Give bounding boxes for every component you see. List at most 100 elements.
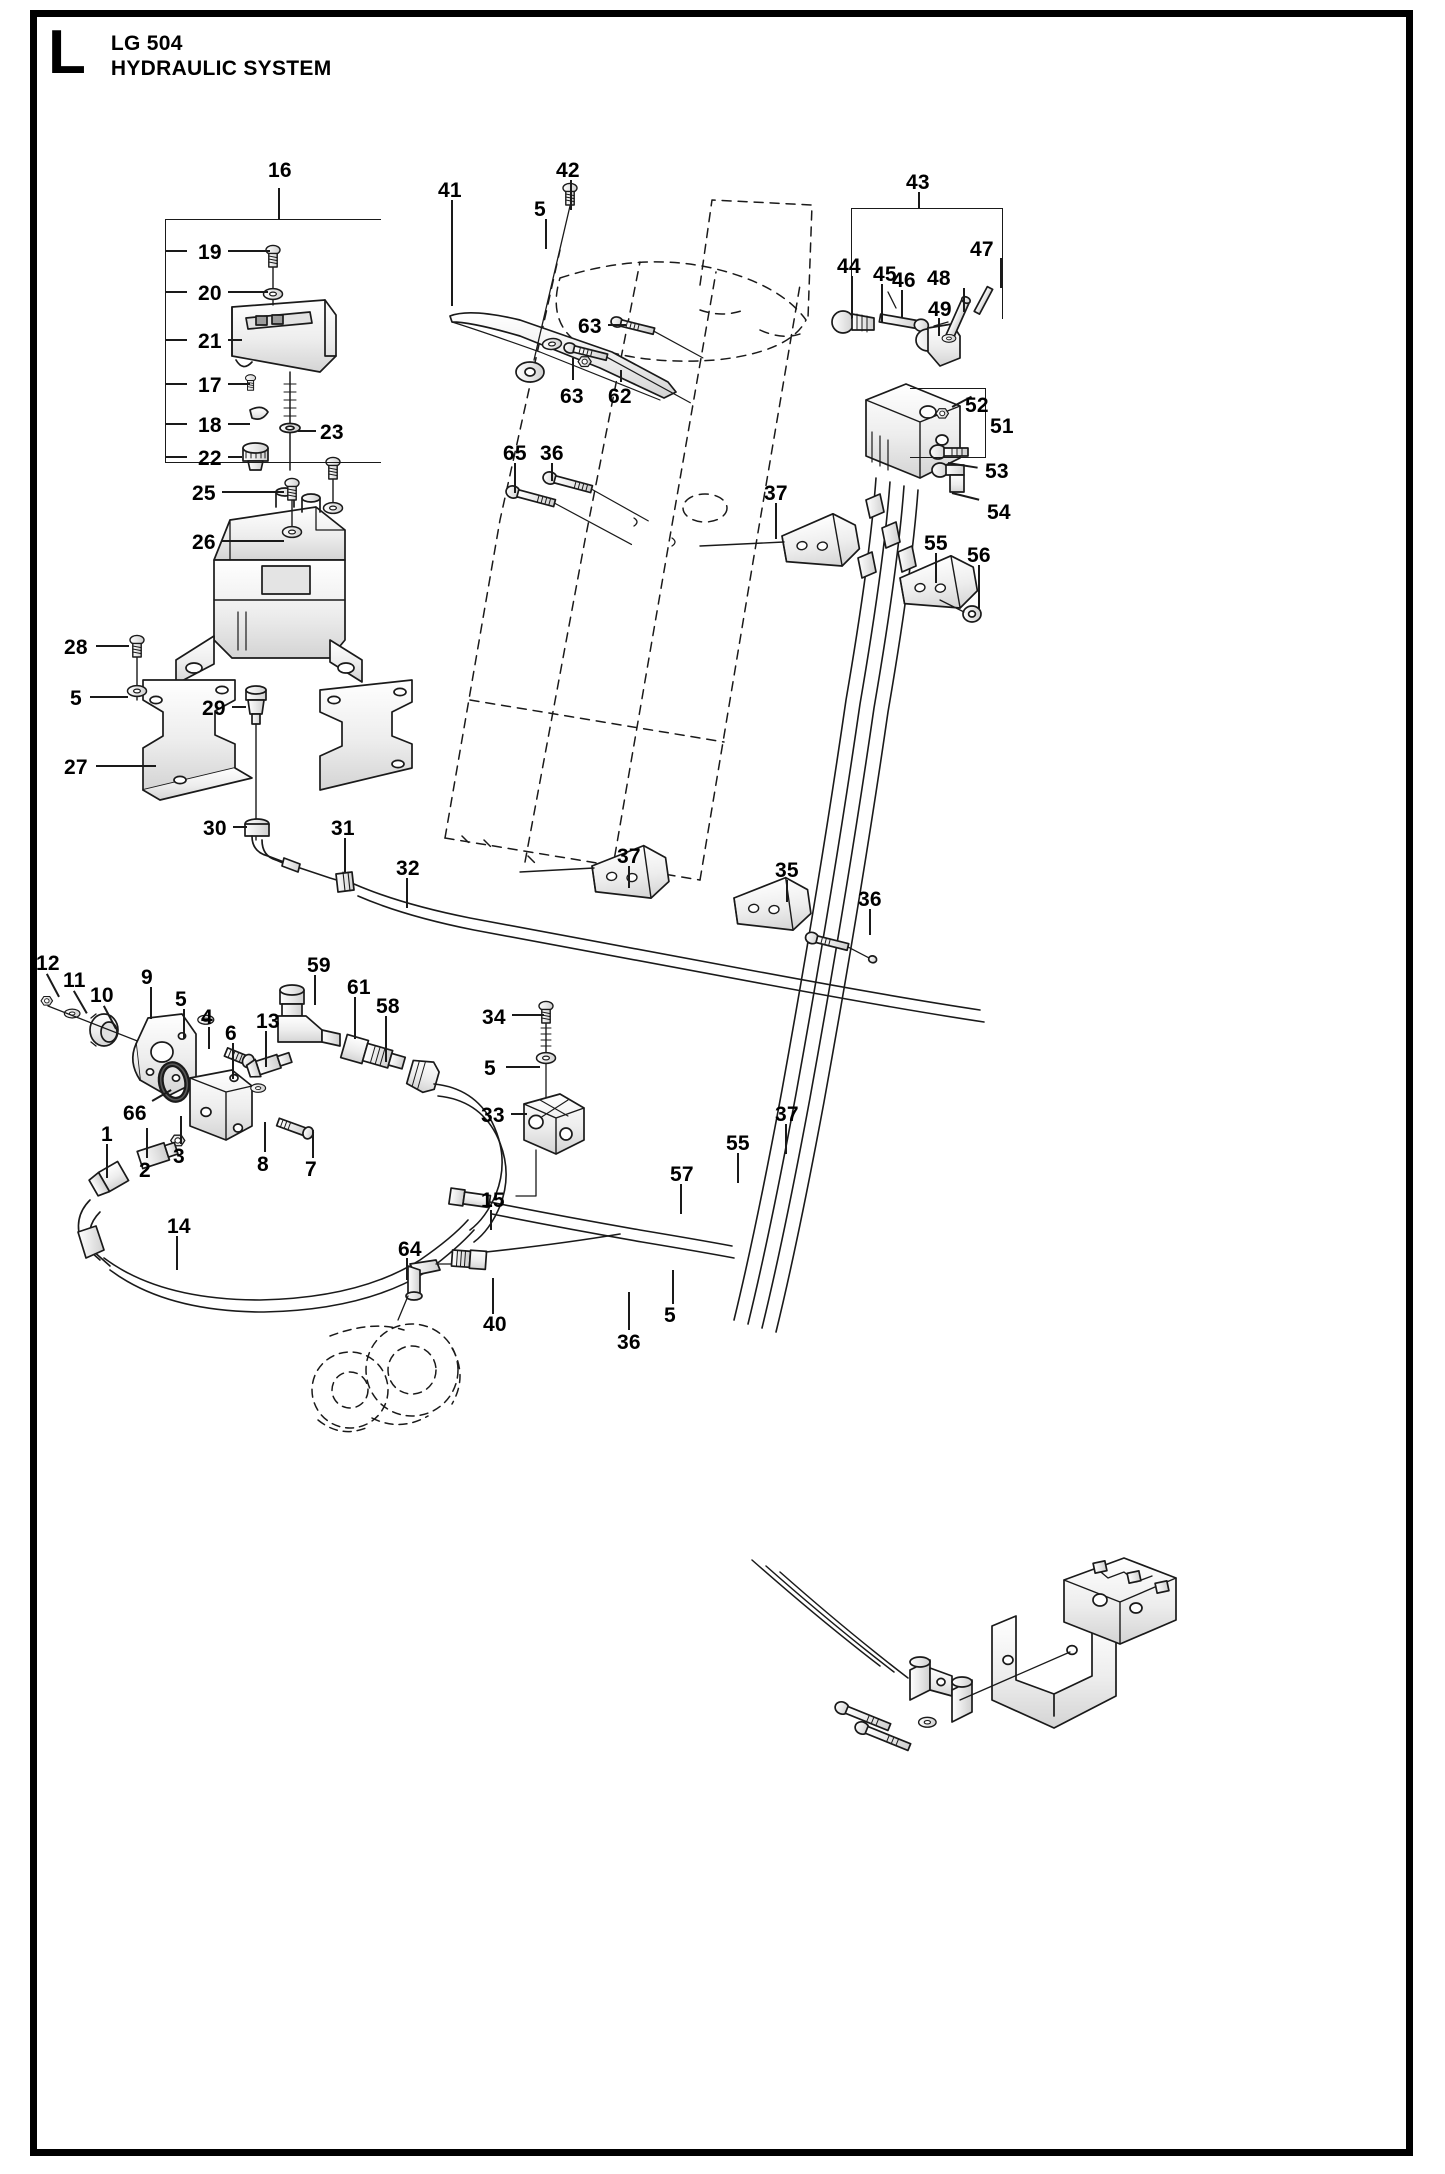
callout-6: 6 (225, 1022, 237, 1045)
callout-52: 52 (965, 394, 989, 417)
leader-44 (851, 276, 853, 318)
leader-55b (737, 1153, 739, 1183)
callout-40: 40 (483, 1313, 507, 1336)
callout-3: 3 (173, 1145, 185, 1168)
callout-10: 10 (90, 984, 114, 1007)
leader-17 (228, 383, 250, 385)
callout-45: 45 (873, 263, 897, 286)
leader-47 (1000, 258, 1002, 288)
callout-44: 44 (837, 255, 861, 278)
leader-32 (406, 878, 408, 908)
callout-25: 25 (192, 482, 216, 505)
callout-53: 53 (985, 460, 1009, 483)
leader-62 (620, 370, 622, 382)
page-header: L LG 504 HYDRAULIC SYSTEM (48, 18, 332, 87)
callout-64: 64 (398, 1238, 422, 1261)
callout-19: 19 (198, 241, 222, 264)
callout-62: 62 (608, 385, 632, 408)
leader-46 (901, 290, 903, 318)
leader-35 (786, 880, 788, 902)
leader-48 (963, 288, 965, 312)
callout-51: 51 (990, 415, 1014, 438)
callout-27: 27 (64, 756, 88, 779)
leader-20b (165, 291, 187, 293)
callout-5: 5 (175, 988, 187, 1011)
leader-45 (881, 284, 883, 322)
leader-57 (680, 1184, 682, 1214)
callout-57: 57 (670, 1163, 694, 1186)
callout-5: 5 (484, 1057, 496, 1080)
leader-40 (492, 1278, 494, 1314)
callout-31: 31 (331, 817, 355, 840)
callout-5: 5 (664, 1304, 676, 1327)
leader-13 (265, 1031, 267, 1067)
leader-17b (165, 383, 187, 385)
model-title: LG 504 (110, 32, 183, 55)
callout-37: 37 (617, 845, 641, 868)
leader-42 (570, 180, 572, 210)
leader-31 (344, 838, 346, 872)
leader-26 (222, 540, 284, 542)
callout-42: 42 (556, 159, 580, 182)
leader-20 (228, 291, 268, 293)
callout-58: 58 (376, 995, 400, 1018)
callout-11: 11 (63, 969, 86, 992)
callout-32: 32 (396, 857, 420, 880)
leader-5e (672, 1270, 674, 1304)
callout-36: 36 (858, 888, 882, 911)
callout-23: 23 (320, 421, 344, 444)
callout-54: 54 (987, 501, 1011, 524)
leader-6 (232, 1043, 234, 1079)
leader-1 (106, 1144, 108, 1178)
leader-5b (545, 219, 547, 249)
callout-63: 63 (578, 315, 602, 338)
callout-20: 20 (198, 282, 222, 305)
leader-22b (165, 456, 187, 458)
callout-2: 2 (139, 1159, 151, 1182)
callout-12: 12 (36, 952, 60, 975)
callout-36: 36 (617, 1331, 641, 1354)
callout-66: 66 (123, 1102, 147, 1125)
leader-4 (208, 1027, 210, 1049)
leader-61 (354, 997, 356, 1039)
title-block: LG 504 HYDRAULIC SYSTEM (111, 32, 332, 82)
callout-35: 35 (775, 859, 799, 882)
leader-22 (228, 456, 242, 458)
leader-43 (918, 192, 920, 209)
callout-15: 15 (481, 1189, 505, 1212)
leader-36a (551, 463, 553, 481)
system-title: HYDRAULIC SYSTEM (110, 56, 332, 80)
callout-37: 37 (775, 1103, 799, 1126)
leader-21b (165, 339, 187, 341)
callout-22: 22 (198, 447, 222, 470)
page-border (30, 10, 1413, 2156)
section-letter-mark: L (48, 18, 86, 87)
leader-58 (385, 1016, 387, 1062)
callout-30: 30 (203, 817, 227, 840)
leader-65 (514, 463, 516, 493)
leader-21 (228, 339, 242, 341)
callout-21: 21 (198, 330, 222, 353)
callout-47: 47 (970, 238, 994, 261)
leader-15 (490, 1210, 492, 1230)
leader-16 (278, 188, 280, 219)
callout-43: 43 (906, 171, 930, 194)
leader-56 (978, 565, 980, 609)
leader-28 (96, 645, 129, 647)
leader-33 (511, 1113, 527, 1115)
leader-3 (180, 1116, 182, 1144)
callout-1: 1 (101, 1123, 113, 1146)
callout-48: 48 (927, 267, 951, 290)
leader-63a (608, 324, 626, 326)
callout-55: 55 (726, 1132, 750, 1155)
callout-65: 65 (503, 442, 527, 465)
callout-36: 36 (540, 442, 564, 465)
callout-13: 13 (256, 1010, 280, 1033)
leader-7 (312, 1130, 314, 1158)
leader-8 (264, 1122, 266, 1152)
callout-56: 56 (967, 544, 991, 567)
leader-37a (775, 503, 777, 539)
callout-26: 26 (192, 531, 216, 554)
callout-61: 61 (347, 976, 371, 999)
